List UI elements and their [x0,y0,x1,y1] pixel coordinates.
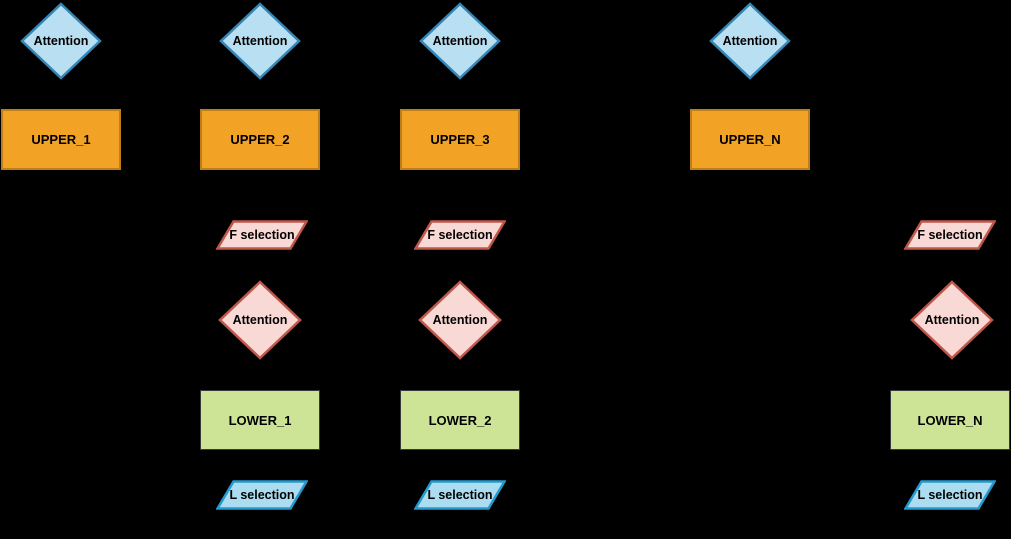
parallelogram-shape [414,220,506,250]
f-selection-parallelogram-col3: F selection [414,220,506,250]
lower-n-label: LOWER_N [917,412,983,428]
attention-mid-diamond-col3: Attention [418,280,502,360]
lower-2-label: LOWER_2 [428,412,492,428]
l-selection-parallelogram-col3: L selection [414,480,506,510]
attention-mid-diamond-col5: Attention [910,280,994,360]
parallelogram-shape [904,480,996,510]
upper-2-block: UPPER_2 [200,109,320,170]
diamond-shape [20,2,102,80]
upper-3-block: UPPER_3 [400,109,520,170]
attention-top-diamond-col1: Attention [20,2,102,80]
upper-1-label: UPPER_1 [31,132,91,147]
diamond-shape [419,2,501,80]
parallelogram-shape [216,480,308,510]
f-selection-parallelogram-col2: F selection [216,220,308,250]
parallelogram-shape [904,220,996,250]
diamond-shape [910,280,994,360]
parallelogram-shape [216,220,308,250]
diamond-shape [218,280,302,360]
upper-3-label: UPPER_3 [430,132,490,147]
f-selection-parallelogram-col5: F selection [904,220,996,250]
l-selection-parallelogram-col5: L selection [904,480,996,510]
attention-top-diamond-col2: Attention [219,2,301,80]
upper-2-label: UPPER_2 [230,132,290,147]
attention-mid-diamond-col2: Attention [218,280,302,360]
parallelogram-shape [414,480,506,510]
lower-1-block: LOWER_1 [200,390,320,450]
lower-2-block: LOWER_2 [400,390,520,450]
lower-n-block: LOWER_N [890,390,1010,450]
lower-1-label: LOWER_1 [228,412,292,428]
diamond-shape [709,2,791,80]
upper-n-block: UPPER_N [690,109,810,170]
upper-1-block: UPPER_1 [1,109,121,170]
attention-top-diamond-col3: Attention [419,2,501,80]
diamond-shape [219,2,301,80]
l-selection-parallelogram-col2: L selection [216,480,308,510]
upper-n-label: UPPER_N [719,132,781,147]
diamond-shape [418,280,502,360]
attention-top-diamond-col4: Attention [709,2,791,80]
